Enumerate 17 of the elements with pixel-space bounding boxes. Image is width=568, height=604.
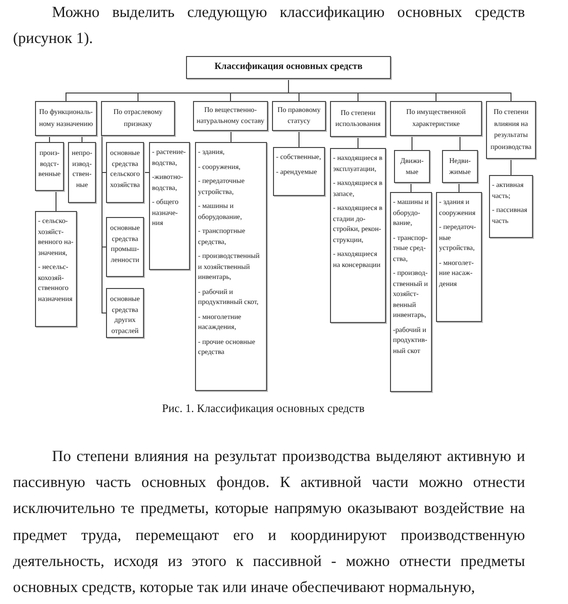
figure-caption: Рис. 1. Классификация основных средств (162, 402, 365, 416)
connector-line (230, 130, 232, 142)
list-box (35, 211, 77, 327)
list-box (330, 148, 386, 323)
connector-line (298, 130, 300, 148)
connector-line (510, 158, 512, 176)
body-paragraph: Можно выделить следующую классификацию основных средств (рисунок 1). (13, 3, 525, 50)
list-box (436, 192, 482, 322)
list-box (195, 142, 267, 391)
title-box: Классификация основных средств (186, 56, 391, 79)
list-box (149, 142, 190, 270)
list-box (390, 192, 432, 392)
connector-line (102, 136, 106, 314)
body-paragraph: По степени влияния на результат производства выделяют активную и пассивную часть основных фондов. К активной части можно отнести исключительно те предметы, которые напрямую оказывают воздействие на предмет труда, перемещают его и координируют производственную деятельность, исходя из этого к пассивной - можно отнести предметы основных средств, которые так или иначе обеспечивают нормальную, (13, 447, 525, 598)
list-box (273, 147, 325, 196)
connector-line (288, 78, 512, 102)
list-box (489, 175, 533, 238)
